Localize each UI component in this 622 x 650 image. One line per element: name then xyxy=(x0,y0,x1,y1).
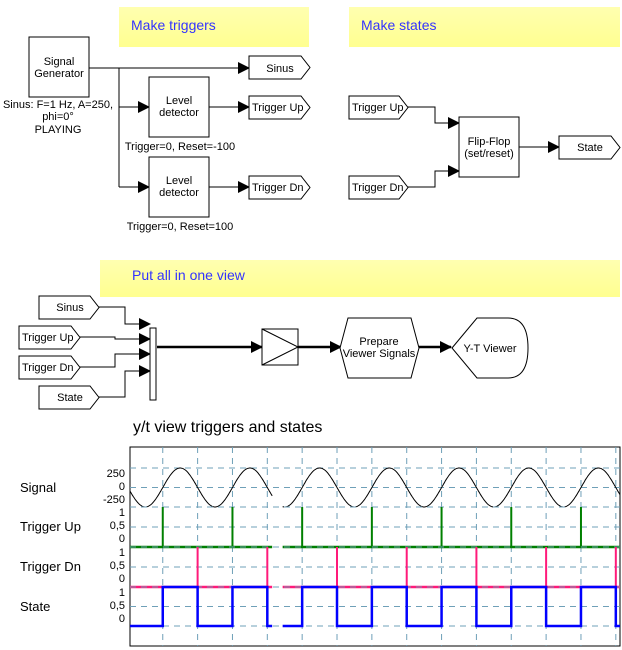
svg-text:Make triggers: Make triggers xyxy=(131,17,216,33)
tag-out-sinus[interactable]: Sinus xyxy=(248,55,311,80)
y-tick-label: 250 xyxy=(107,468,125,480)
signal-generator-block[interactable]: Signal Generator xyxy=(28,36,90,98)
svg-text:Sinus: Sinus xyxy=(266,63,294,75)
svg-text:Level: Level xyxy=(166,175,192,187)
svg-text:State: State xyxy=(577,142,603,154)
wires-put-all xyxy=(80,306,452,398)
svg-text:detector: detector xyxy=(159,187,199,199)
y-tick-label: 0,5 xyxy=(110,600,125,612)
y-tick-label: 0 xyxy=(119,533,125,545)
svg-text:Trigger Dn: Trigger Dn xyxy=(252,182,304,194)
svg-text:Y-T Viewer: Y-T Viewer xyxy=(464,343,517,355)
tag-out-trigger-up[interactable]: Trigger Up xyxy=(248,95,311,120)
tag-out-state[interactable]: State xyxy=(558,135,621,160)
note-put-all[interactable]: Put all in one view xyxy=(100,260,620,297)
state-trace xyxy=(282,585,620,628)
wires-make-triggers xyxy=(89,62,250,193)
svg-text:Viewer Signals: Viewer Signals xyxy=(343,348,416,360)
note-make-triggers[interactable]: Make triggers xyxy=(119,7,309,47)
svg-text:Flip-Flop: Flip-Flop xyxy=(468,136,511,148)
wires-make-states xyxy=(408,106,560,188)
note-make-states[interactable]: Make states xyxy=(349,7,620,47)
row-label-state: State xyxy=(20,599,50,614)
signal-generator-status: PLAYING xyxy=(35,124,82,136)
y-tick-label: -250 xyxy=(103,494,125,506)
svg-text:Trigger Dn: Trigger Dn xyxy=(22,362,74,374)
svg-text:Trigger Up: Trigger Up xyxy=(22,332,74,344)
svg-text:Prepare: Prepare xyxy=(359,336,398,348)
tag-in-trigger-dn-2[interactable]: Trigger Dn xyxy=(18,355,81,380)
row-label-signal: Signal xyxy=(20,480,56,495)
state-trace xyxy=(130,585,273,628)
svg-text:Sinus: Sinus xyxy=(56,302,84,314)
mux-block[interactable] xyxy=(149,327,157,401)
flip-flop-block[interactable]: Flip-Flop (set/reset) xyxy=(458,116,520,178)
tag-in-trigger-dn[interactable]: Trigger Dn xyxy=(348,175,409,200)
tag-in-trigger-up-2[interactable]: Trigger Up xyxy=(18,325,81,350)
yt-viewer-block[interactable]: Y-T Viewer xyxy=(451,317,529,379)
svg-text:detector: detector xyxy=(159,107,199,119)
svg-text:Generator: Generator xyxy=(34,68,84,80)
tag-out-trigger-dn[interactable]: Trigger Dn xyxy=(248,175,311,200)
svg-text:Signal: Signal xyxy=(44,56,75,68)
buffer-block[interactable] xyxy=(261,328,300,366)
svg-text:Put all in one view: Put all in one view xyxy=(132,267,246,283)
y-tick-label: 0 xyxy=(119,613,125,625)
row-label-trigger-dn: Trigger Dn xyxy=(20,559,81,574)
y-tick-label: 0,5 xyxy=(110,560,125,572)
tag-in-sinus[interactable]: Sinus xyxy=(38,295,100,320)
tag-in-trigger-up[interactable]: Trigger Up xyxy=(348,95,409,120)
svg-text:Trigger Dn: Trigger Dn xyxy=(352,182,404,194)
svg-text:Make states: Make states xyxy=(361,17,436,33)
svg-text:State: State xyxy=(57,392,83,404)
svg-text:Trigger Up: Trigger Up xyxy=(252,102,304,114)
level-detector-up-block[interactable]: Level detector xyxy=(148,76,210,138)
y-tick-label: 1 xyxy=(119,587,125,599)
level-detector-dn-params: Trigger=0, Reset=100 xyxy=(127,221,234,233)
tag-in-state-2[interactable]: State xyxy=(38,385,100,410)
signal-generator-phase: phi=0° xyxy=(42,111,74,123)
y-tick-label: 1 xyxy=(119,507,125,519)
level-detector-dn-block[interactable]: Level detector xyxy=(148,156,210,218)
svg-text:(set/reset): (set/reset) xyxy=(464,148,514,160)
svg-text:Level: Level xyxy=(166,95,192,107)
y-tick-label: 0,5 xyxy=(110,520,125,532)
y-tick-label: 1 xyxy=(119,547,125,559)
signal-trace xyxy=(129,467,273,508)
signal-generator-params: Sinus: F=1 Hz, A=250, xyxy=(3,99,113,111)
level-detector-up-params: Trigger=0, Reset=-100 xyxy=(125,141,235,153)
y-tick-label: 0 xyxy=(119,573,125,585)
y-tick-label: 0 xyxy=(119,481,125,493)
row-label-trigger-up: Trigger Up xyxy=(20,519,81,534)
svg-text:Trigger Up: Trigger Up xyxy=(352,102,404,114)
chart-title: y/t view triggers and states xyxy=(133,419,322,436)
prepare-viewer-signals-block[interactable]: Prepare Viewer Signals xyxy=(339,317,420,379)
